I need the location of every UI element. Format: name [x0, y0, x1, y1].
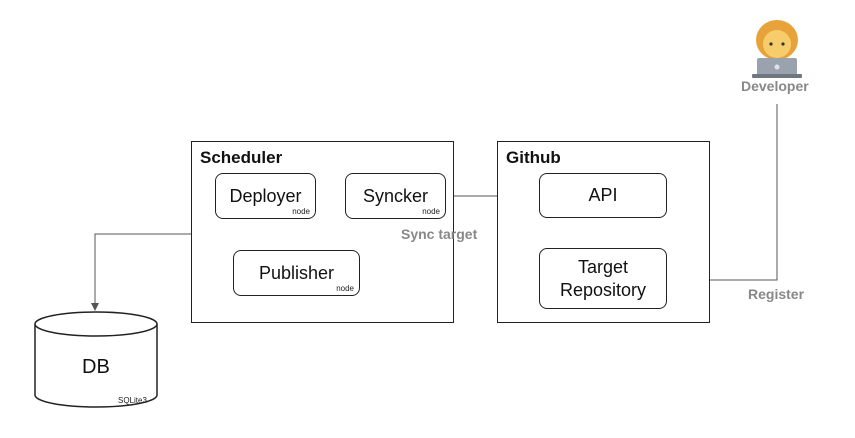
developer-icon: [752, 20, 802, 78]
syncker-tag: node: [422, 207, 440, 216]
syncker-label: Syncker: [362, 185, 429, 206]
github-title: Github: [506, 148, 561, 167]
publisher-label: Publisher: [258, 262, 335, 283]
target-repository-label-line2: Repository: [559, 279, 647, 300]
db-label: DB: [82, 356, 110, 378]
target-repository-node[interactable]: Target Repository: [539, 248, 667, 309]
deployer-node[interactable]: Deployer node: [215, 173, 316, 219]
target-repository-label-line1: Target: [577, 257, 628, 277]
publisher-tag: node: [336, 284, 354, 293]
db-tag: SQLite3: [118, 396, 147, 405]
deployer-tag: node: [292, 207, 310, 216]
deployer-label: Deployer: [229, 185, 302, 206]
api-node[interactable]: API: [539, 173, 667, 218]
developer-label: Developer: [741, 78, 809, 94]
syncker-node[interactable]: Syncker node: [345, 173, 446, 219]
sync-target-label: Sync target: [401, 226, 478, 242]
api-label: API: [588, 185, 618, 206]
publisher-node[interactable]: Publisher node: [233, 250, 360, 296]
db-cylinder: [34, 311, 158, 408]
scheduler-title: Scheduler: [200, 148, 283, 167]
target-repository-label: Target Repository: [560, 256, 646, 301]
register-label: Register: [748, 286, 805, 302]
